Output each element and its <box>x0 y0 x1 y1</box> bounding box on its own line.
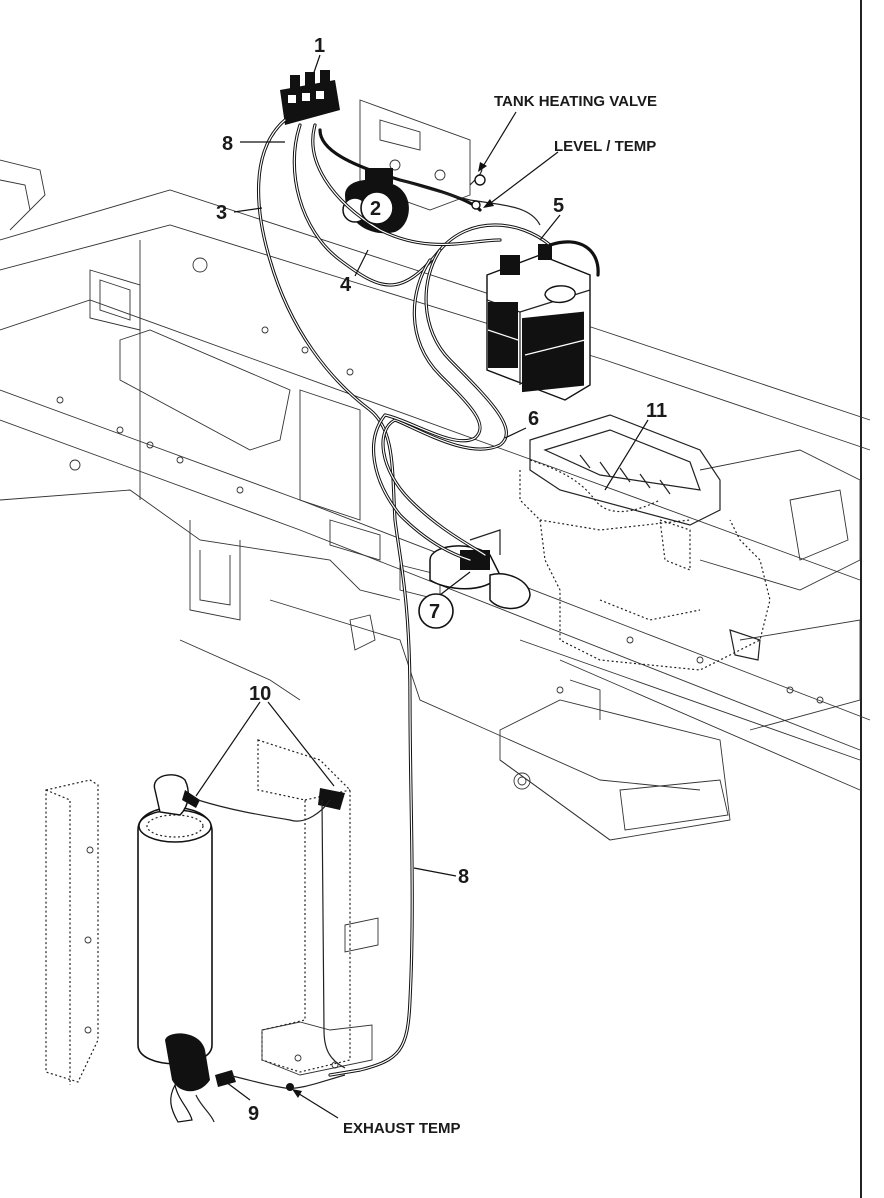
label-level-temp: LEVEL / TEMP <box>554 138 656 155</box>
callout-9: 9 <box>248 1103 259 1125</box>
callout-4: 4 <box>340 274 352 296</box>
callout-circle-7 <box>418 593 454 629</box>
callout-5: 5 <box>553 195 564 217</box>
muffler-assembly <box>45 739 379 1123</box>
callout-11: 11 <box>646 400 667 422</box>
leader-lines <box>195 54 649 1119</box>
label-exhaust-temp: EXHAUST TEMP <box>343 1120 461 1137</box>
def-tank <box>486 244 591 401</box>
callout-10: 10 <box>249 683 271 705</box>
callout-8-top: 8 <box>222 133 233 155</box>
label-tank-heating-valve: TANK HEATING VALVE <box>494 93 657 110</box>
callout-6: 6 <box>528 408 539 430</box>
callout-8-bottom: 8 <box>458 866 469 888</box>
connector-block <box>280 70 340 125</box>
chassis-frame <box>0 159 871 841</box>
callout-3: 3 <box>216 202 227 224</box>
harness-routes <box>256 118 661 1077</box>
scr-unit <box>519 414 771 671</box>
callout-2: 2 <box>370 198 381 220</box>
mounting-bracket <box>359 99 471 211</box>
callout-1: 1 <box>314 35 325 57</box>
callout-circle-2 <box>360 191 394 225</box>
callout-7: 7 <box>429 601 440 623</box>
